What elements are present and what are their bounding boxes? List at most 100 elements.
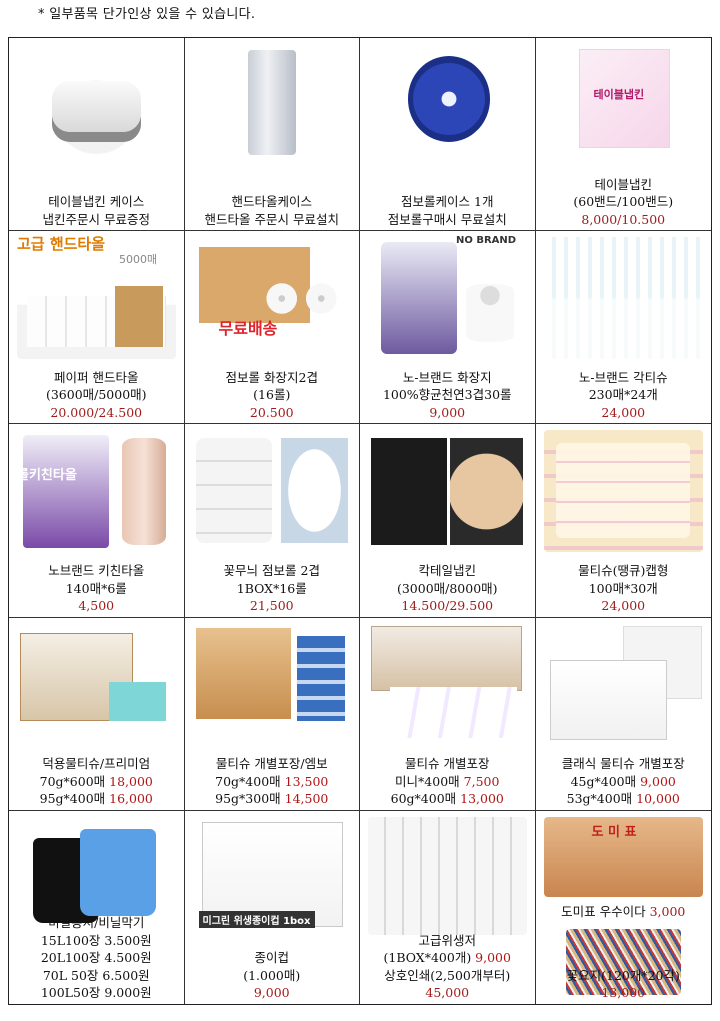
photo-overlay-text: 도 미 표 (591, 824, 637, 840)
product-price: 45,000 (425, 985, 470, 1001)
product-text: 상호인쇄(2,500개부터) (384, 967, 511, 983)
photo-overlay-text: 롤키친타올 (17, 468, 77, 484)
photo-overlay-text: 미그린 위생종이컵 1box (198, 910, 315, 928)
product-price: 7,500 (463, 773, 500, 789)
napkin-case-photo (17, 44, 176, 166)
product-price: 13,500 (284, 773, 329, 789)
product-text: 테이블냅킨 (594, 176, 652, 192)
embossed-wet-tissue-photo (193, 624, 352, 746)
product-price: 21,500 (249, 598, 294, 614)
jumbo-roll-box-photo (192, 237, 351, 360)
jumbo-roll-case-photo (368, 44, 527, 166)
product-text: 페이퍼 핸드타올 (54, 369, 139, 385)
product-text: (16롤) (253, 387, 291, 403)
product-text: 95g*300매 14,500 (215, 791, 329, 807)
product-price: 9,000 (253, 985, 290, 1001)
product-price: 4,500 (78, 598, 115, 614)
product-text: (1.000매) (243, 967, 301, 983)
product-description: 꽃요지(120개*20각)13,000 (538, 967, 710, 1002)
product-price: 24,000 (601, 404, 646, 420)
product-text: 비닐봉지/비닐막기 (48, 915, 145, 931)
product-text: 70L 50장 6.500원 (42, 967, 150, 983)
nobrand-toilet-paper-photo (368, 237, 527, 359)
product-text: (1BOX*400개) 9,000 (383, 950, 511, 966)
product-text: 종이컵 (254, 950, 289, 966)
paper-hand-towel-photo (17, 237, 176, 360)
premium-wet-tissue-photo (17, 623, 176, 746)
kitchen-towel-photo (17, 430, 176, 552)
cocktail-napkin-photo (368, 430, 527, 553)
wet-tissue-cap-photo (543, 430, 703, 553)
product-text: 15L100장 3.500원 (40, 932, 152, 948)
product-text: 60g*400매 13,000 (390, 791, 504, 807)
product-text: 물티슈 개별포장 (405, 756, 490, 772)
product-text: 덕용물티슈/프리미엄 (42, 756, 151, 772)
product-description: 테이블냅킨(60밴드/100밴드)8,000/10.500 (538, 176, 710, 229)
product-text: 20L100장 4.500원 (40, 950, 152, 966)
product-price: 24,000 (601, 598, 646, 614)
product-description: 페이퍼 핸드타올(3600매/5000매)20.000/24.500 (11, 369, 182, 422)
price-notice: * 일부품목 단가인상 있을 수 있습니다. (38, 7, 256, 22)
photo-overlay-text: 고급 핸드타올 (17, 235, 106, 254)
product-text: 꽃요지(120개*20각) (566, 967, 680, 983)
product-cell: 칵테일냅킨(3000매/8000매)14.500/29.500 (360, 424, 536, 618)
product-text: 물티슈(땡큐)캡형 (578, 563, 669, 579)
classic-wet-tissue-photo (544, 624, 704, 746)
product-text: 고급위생저 (418, 932, 476, 948)
product-text: 핸드타올 주문시 무료설치 (204, 211, 339, 227)
product-text: 45g*400매 9,000 (570, 773, 676, 789)
product-price: 9,000 (640, 773, 676, 789)
product-text: 점보롤 화장지2겹 (225, 369, 318, 385)
product-text: 물티슈 개별포장/엠보 (215, 756, 328, 772)
product-text: 노-브랜드 각티슈 (578, 369, 668, 385)
product-text: 클래식 물티슈 개별포장 (561, 756, 685, 772)
product-text: 95g*400매 16,000 (39, 791, 153, 807)
product-description: 종이컵(1.000매) 9,000 (187, 949, 358, 1002)
product-text: 53g*400매 10,000 (566, 791, 680, 807)
chopsticks-photo (368, 816, 527, 935)
product-price: 8,000/10.500 (581, 211, 666, 227)
product-price: 14,500 (284, 791, 329, 807)
product-text: 100%향균천연3겹30롤 (382, 387, 512, 403)
product-text: 230매*24개 (588, 387, 658, 403)
toothpick-photo (565, 928, 681, 995)
product-price: 13,000 (460, 791, 504, 807)
product-text: 냅킨주문시 무료증정 (42, 211, 150, 227)
product-price: 9,000 (429, 404, 466, 420)
product-description: 칵테일냅킨(3000매/8000매)14.500/29.500 (362, 562, 533, 615)
product-name: 도미표 우수이다 (561, 903, 650, 919)
mini-wet-tissue-photo (368, 624, 527, 746)
product-text: (3000매/8000매) (396, 580, 498, 596)
flower-jumbo-roll-photo (193, 430, 352, 552)
product-text: 100매*30개 (588, 580, 658, 596)
product-description: 점보롤 화장지2겹(16롤)20.500 (187, 369, 358, 422)
product-text: 핸드타올케이스 (231, 194, 312, 210)
